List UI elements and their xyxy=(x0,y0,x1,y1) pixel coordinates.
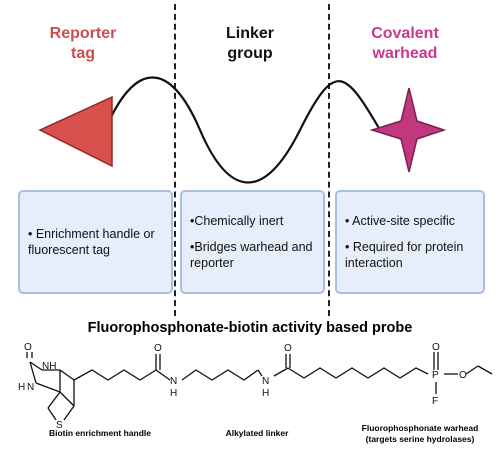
atom-h-amide2: H xyxy=(262,388,269,399)
caption-biotin: Biotin enrichment handle xyxy=(48,428,151,438)
atom-o-urea: O xyxy=(24,342,32,353)
atom-n-amide1: N xyxy=(170,376,177,387)
warhead-bullet-1: • Active-site specific xyxy=(345,214,455,228)
warhead-info-box: • Active-site specific • Required for pr… xyxy=(335,190,485,294)
atom-s: S xyxy=(56,420,63,431)
linker-bullet-1: •Chemically inert xyxy=(190,214,284,228)
caption-fluorophosphonate: Fluorophosphonate warhead (targets serin… xyxy=(345,423,495,445)
reporter-title-line1: Reporter xyxy=(49,25,117,42)
linker-title-line2: group xyxy=(227,45,273,62)
caption-linker: Alkylated linker xyxy=(225,428,289,438)
atom-n-amide2: N xyxy=(262,376,269,387)
atom-nh-top: NH xyxy=(42,361,56,372)
atom-o-amide1: O xyxy=(154,343,162,354)
reporter-triangle-icon xyxy=(38,95,113,168)
atom-p: P xyxy=(432,370,439,381)
probe-title: Fluorophosphonate-biotin activity based … xyxy=(87,320,413,336)
atom-o-p-double: O xyxy=(432,342,440,353)
reporter-tag-title: Reporter tag xyxy=(8,24,158,64)
linker-bullet-2: •Bridges warhead and reporter xyxy=(190,240,313,270)
atom-n-bottom: N xyxy=(27,382,34,393)
atom-f: F xyxy=(432,396,438,407)
atom-h-bottom: H xyxy=(18,382,25,393)
reporter-info-box: • Enrichment handle or fluorescent tag xyxy=(18,190,173,294)
caption-fp-line2: (targets serine hydrolases) xyxy=(365,434,475,444)
warhead-title-line2: warhead xyxy=(372,45,438,62)
warhead-bullet-2: • Required for protein interaction xyxy=(345,240,464,270)
covalent-warhead-title: Covalent warhead xyxy=(330,24,480,64)
caption-fp-line1: Fluorophosphonate warhead xyxy=(361,423,479,433)
reporter-title-line2: tag xyxy=(71,45,95,62)
atom-o-ester: O xyxy=(459,370,467,381)
atom-h-amide1: H xyxy=(170,388,177,399)
warhead-star-icon xyxy=(369,87,447,173)
linker-wave xyxy=(103,76,381,184)
warhead-title-line1: Covalent xyxy=(371,25,439,42)
divider-left xyxy=(174,4,176,316)
structure-bonds xyxy=(26,352,493,421)
linker-title-line1: Linker xyxy=(225,25,274,42)
linker-info-box: •Chemically inert •Bridges warhead and r… xyxy=(180,190,325,294)
linker-group-title: Linker group xyxy=(175,24,325,64)
divider-right xyxy=(328,4,330,316)
reporter-bullet-1: • Enrichment handle or fluorescent tag xyxy=(28,227,155,257)
atom-o-amide2: O xyxy=(284,343,292,354)
